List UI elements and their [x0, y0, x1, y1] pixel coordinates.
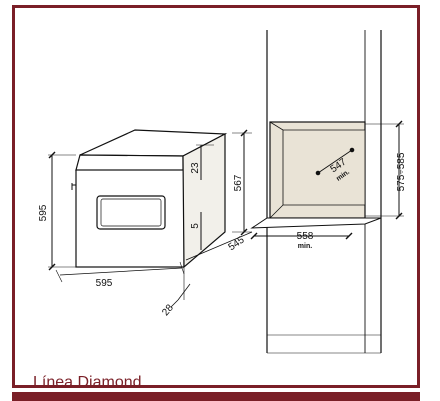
oven-drawing: [71, 129, 228, 269]
dim-oven-width: [55, 261, 185, 283]
label-niche-height: 575÷585: [396, 152, 407, 191]
label-niche-width: 558: [297, 231, 314, 242]
dim-top-gap: [196, 144, 214, 180]
label-oven-depth: 545: [227, 234, 247, 253]
oven-window: [96, 195, 166, 230]
dimension-labels: 595 595 23 5 567 545 28 547 min. 575÷585…: [38, 152, 407, 318]
dim-oven-height: [48, 151, 76, 271]
niche-shelf: [250, 217, 382, 229]
oven-window-inner: [100, 198, 162, 227]
dim-niche-depth: [315, 147, 355, 176]
label-side-gap: 5: [190, 223, 201, 229]
product-line-caption: Línea Diamond: [33, 374, 142, 391]
dim-door-depth: [170, 268, 191, 308]
dim-body-height: [232, 129, 252, 236]
label-oven-width: 595: [96, 278, 113, 289]
dim-niche-width: [250, 232, 353, 240]
label-top-gap: 23: [190, 162, 201, 174]
label-body-height: 567: [233, 174, 244, 191]
dim-oven-depth: [185, 231, 253, 261]
oven-front: [75, 169, 185, 268]
oven-side: [182, 133, 226, 269]
cabinet-drawing: [250, 30, 382, 354]
footer-bar: [12, 392, 420, 401]
dim-niche-height: [365, 120, 404, 220]
label-niche-width-note: min.: [298, 243, 312, 250]
label-oven-height: 595: [38, 204, 49, 221]
niche-back: [282, 129, 366, 206]
